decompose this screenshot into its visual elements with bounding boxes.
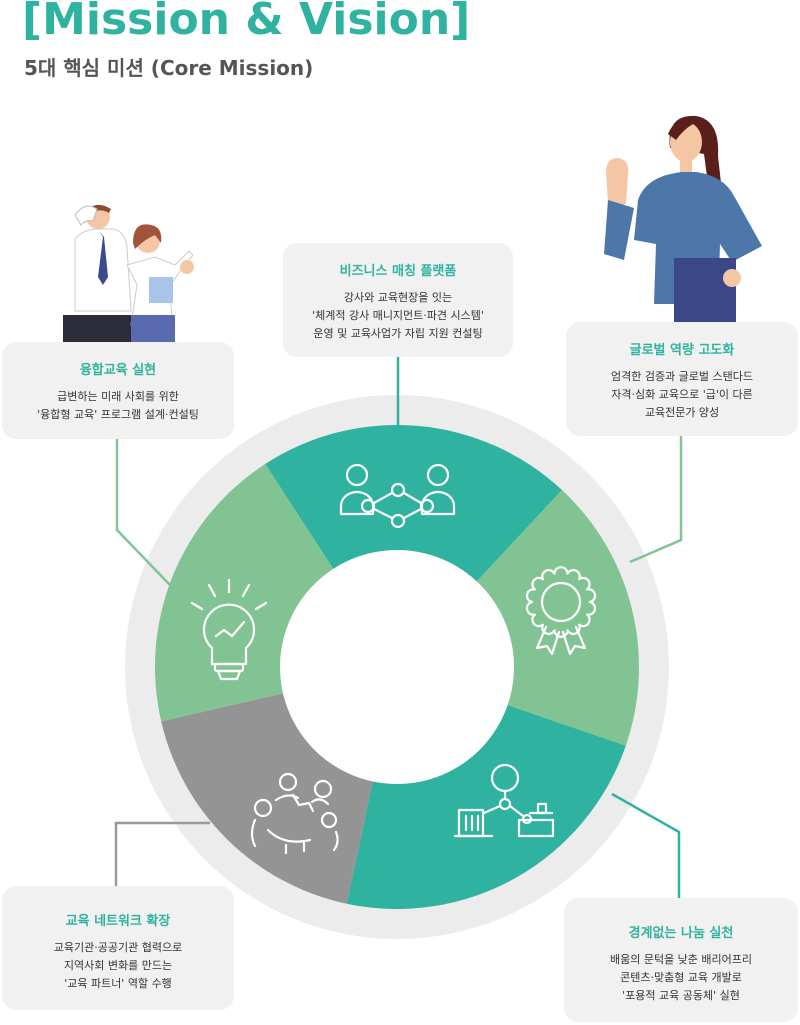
mission-card-boundless-sharing: 경계없는 나눔 실천 배움의 문턱을 낮춘 배리어프리 콘텐츠·맞춤형 교육 개… xyxy=(564,898,798,1022)
mission-card-business-matching: 비즈니스 매칭 플랫폼 강사와 교육현장을 잇는 '체계적 강사 매니지먼트·파… xyxy=(283,243,513,357)
mission-desc-line: '융합형 교육' 프로그램 설계·컨설팅 xyxy=(37,408,199,421)
business-matching-icon xyxy=(339,463,456,529)
connector-education-network xyxy=(114,821,210,899)
woman-illustration xyxy=(604,115,762,323)
community-network-icon xyxy=(453,763,555,838)
mission-desc-line: '포용적 교육 공동체' 실현 xyxy=(622,989,740,1002)
mission-desc-line: '교육 파트너' 역할 수행 xyxy=(64,977,172,990)
people-circle-icon xyxy=(250,772,339,855)
mission-desc-line: 급변하는 미래 사회를 위한 xyxy=(57,390,179,403)
mission-title: 비즈니스 매칭 플랫폼 xyxy=(339,264,457,279)
mission-desc-line: '체계적 강사 매니지먼트·파견 시스템' xyxy=(312,309,484,322)
segment-business-matching xyxy=(265,424,562,667)
mission-title: 교육 네트워크 확장 xyxy=(65,914,171,929)
mission-title: 글로벌 역량 고도화 xyxy=(629,343,735,358)
connector-convergence-education xyxy=(115,428,172,587)
mission-desc-line: 교육전문가 양성 xyxy=(644,406,720,419)
mission-desc-line: 교육기관·공공기관 협력으로 xyxy=(53,941,183,954)
team-illustration xyxy=(63,204,194,343)
ring-hole xyxy=(280,550,514,784)
connector-global-competency xyxy=(629,428,683,564)
mission-title: 융합교육 실현 xyxy=(79,363,157,378)
mission-desc-line: 강사와 교육현장을 잇는 xyxy=(343,291,453,304)
mission-card-global-competency: 글로벌 역량 고도화 엄격한 검증과 글로벌 스탠다드 자격·심화 교육으로 '… xyxy=(566,322,798,436)
page-subtitle: 5대 핵심 미션 (Core Mission) xyxy=(24,56,314,80)
mission-card-education-network: 교육 네트워크 확장 교육기관·공공기관 협력으로 지역사회 변화를 만드는 '… xyxy=(2,886,234,1010)
mission-card-convergence-education: 융합교육 실현 급변하는 미래 사회를 위한 '융합형 교육' 프로그램 설계·… xyxy=(2,342,234,439)
lightbulb-growth-icon xyxy=(190,578,268,681)
mission-title: 경계없는 나눔 실천 xyxy=(628,926,734,941)
award-rosette-icon xyxy=(525,566,597,656)
mission-desc-line: 지역사회 변화를 만드는 xyxy=(63,959,173,972)
mission-desc-line: 엄격한 검증과 글로벌 스탠다드 xyxy=(610,370,754,383)
mission-desc-line: 콘텐츠·맞춤형 교육 개발로 xyxy=(620,971,742,984)
mission-desc-line: 운영 및 교육사업가 자립 지원 컨설팅 xyxy=(313,327,483,340)
page-title: [Mission & Vision] xyxy=(22,0,471,45)
connector-boundless-sharing xyxy=(611,792,681,913)
mission-desc-line: 배움의 문턱을 낮춘 배리어프리 xyxy=(609,953,753,966)
mission-desc-line: 자격·심화 교육으로 '급'이 다른 xyxy=(611,388,753,401)
